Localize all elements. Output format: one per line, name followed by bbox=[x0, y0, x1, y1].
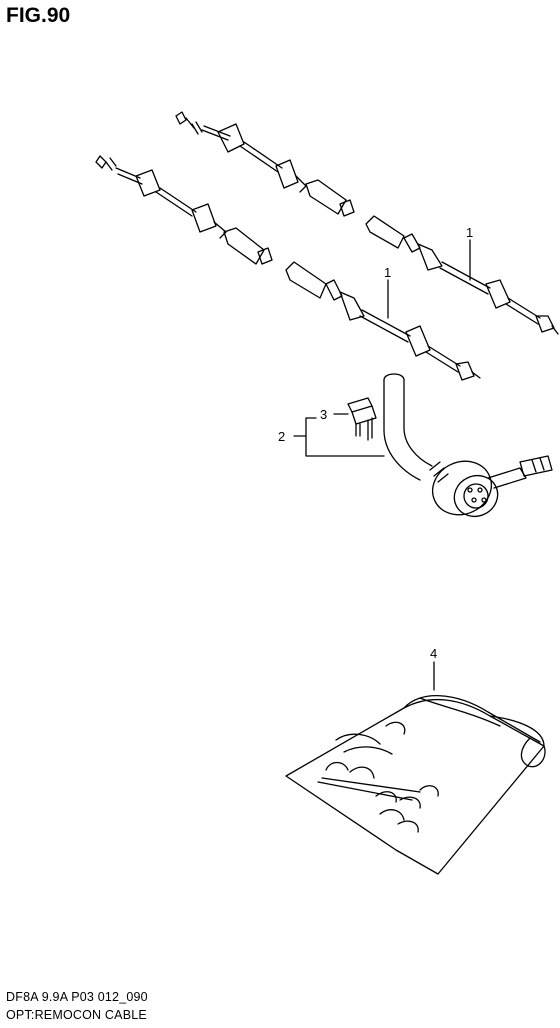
callout-3: 3 bbox=[320, 407, 327, 422]
callout-1-lower: 1 bbox=[384, 265, 391, 280]
remote-cable-a bbox=[175, 111, 355, 217]
remote-cable-b bbox=[95, 155, 273, 265]
remote-cable-b-end bbox=[285, 261, 481, 381]
footer-model-code: DF8A 9.9A P03 012_090 bbox=[6, 990, 148, 1004]
callout-1-upper: 1 bbox=[466, 225, 473, 240]
wiring-harness bbox=[383, 373, 553, 518]
footer-caption: OPT:REMOCON CABLE bbox=[6, 1008, 147, 1022]
figure-title: FIG.90 bbox=[6, 4, 71, 27]
parts-bag bbox=[285, 661, 546, 875]
remote-cable-a-end bbox=[365, 215, 559, 335]
fuse bbox=[347, 397, 377, 441]
callout-4: 4 bbox=[430, 646, 437, 661]
callout-2: 2 bbox=[278, 429, 285, 444]
leader-bracket-2 bbox=[293, 417, 385, 457]
